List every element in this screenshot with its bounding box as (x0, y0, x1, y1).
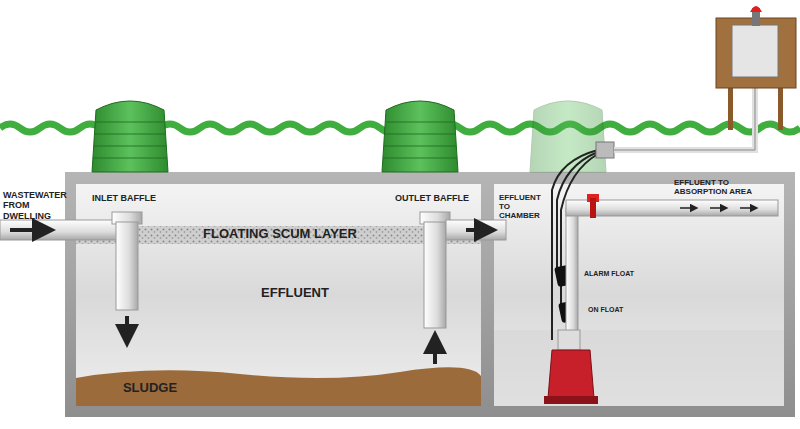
layer-label: SLUDGE (90, 381, 210, 396)
float-label: ALARM FLOAT (584, 270, 664, 278)
part-label: INLET BAFFLE (92, 193, 182, 203)
pipe-label: WASTEWATER FROM DWELLING (3, 190, 73, 221)
flow-label: EFFLUENT TO CHAMBER (499, 193, 551, 221)
layer-label: EFFLUENT (220, 286, 370, 301)
layer-label: FLOATING SCUM LAYER (170, 227, 390, 242)
flow-label: EFFLUENT TO ABSORPTION AREA (674, 178, 784, 196)
part-label: OUTLET BAFFLE (395, 193, 485, 203)
float-label: ON FLOAT (588, 306, 668, 314)
